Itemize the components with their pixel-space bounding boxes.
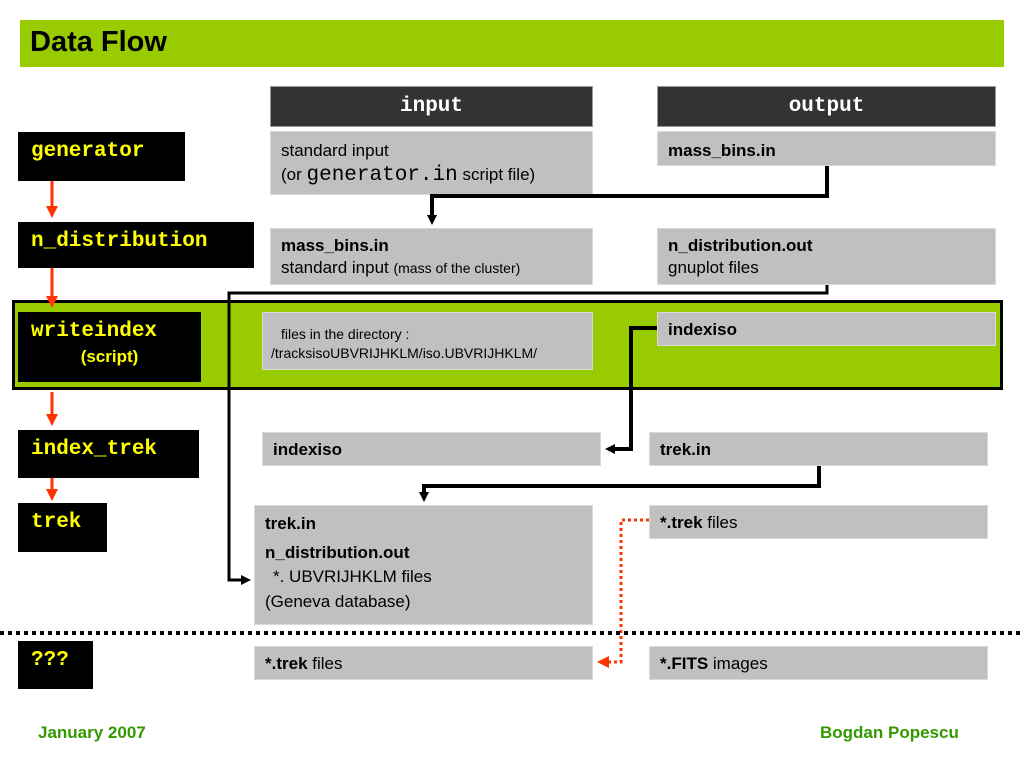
generator-input-open: (or: [281, 165, 307, 185]
trek-input-line1: trek.in: [265, 514, 317, 533]
step-trek: trek: [18, 503, 107, 552]
unknown-output-box: *.FITS images: [649, 646, 988, 680]
title-bar: Data Flow: [20, 20, 1004, 67]
n-distribution-input-bold: mass_bins.in: [281, 236, 389, 255]
unknown-input-rest: files: [307, 654, 343, 673]
arrow-trekin: [419, 466, 821, 502]
trek-input-line2: n_distribution.out: [265, 542, 410, 562]
generator-output-text: mass_bins.in: [668, 141, 776, 160]
trek-output-box: *.trek files: [649, 505, 988, 539]
step-writeindex-sub: (script): [80, 347, 139, 366]
step-generator-label: generator: [31, 140, 145, 163]
index-trek-output-text: trek.in: [660, 440, 712, 459]
writeindex-output-text: indexiso: [668, 320, 737, 339]
trek-input-box: trek.in n_distribution.out *. UBVRIJHKLM…: [254, 505, 593, 625]
n-distribution-input-small: (mass of the cluster): [393, 260, 521, 277]
generator-input-close: script file): [457, 165, 536, 185]
n-distribution-input-line2: standard input (mass of the cluster): [281, 257, 582, 279]
unknown-output-rest: images: [708, 654, 768, 673]
footer-date: January 2007: [38, 723, 146, 742]
generator-input-box: standard input (or generator.in script f…: [270, 131, 593, 195]
writeindex-output-box: indexiso: [657, 312, 996, 346]
trek-output-rest: files: [702, 513, 738, 532]
generator-input-mono: generator.in: [306, 164, 458, 188]
input-column-header: input: [270, 86, 593, 127]
arrow-indexiso: [605, 326, 657, 454]
writeindex-input-box: files in the directory : /tracksisoUBVRI…: [262, 312, 593, 370]
step-writeindex: writeindex (script): [18, 312, 201, 382]
writeindex-input-line1: files in the directory :: [281, 326, 410, 342]
generator-input-line2: (or generator.in script file): [281, 162, 582, 189]
index-trek-input-box: indexiso: [262, 432, 601, 466]
step-unknown: ???: [18, 641, 93, 689]
n-distribution-output-box: n_distribution.out gnuplot files: [657, 228, 996, 285]
index-trek-input-text: indexiso: [273, 440, 342, 459]
n-distribution-input-box: mass_bins.in standard input (mass of the…: [270, 228, 593, 285]
step-unknown-label: ???: [31, 649, 69, 672]
arrow-ndist-to-trek: [227, 285, 829, 585]
step-trek-label: trek: [31, 511, 82, 534]
generator-input-line1: standard input: [281, 141, 389, 160]
step-n-distribution: n_distribution: [18, 222, 254, 268]
step-writeindex-label: writeindex: [31, 320, 158, 343]
arrow-trek-files: [597, 518, 649, 668]
generator-output-box: mass_bins.in: [657, 131, 996, 166]
trek-output-bold: *.trek: [660, 513, 703, 532]
n-distribution-input-text: standard input: [281, 258, 394, 278]
n-distribution-output-bold: n_distribution.out: [668, 236, 813, 255]
arrow-massbins: [427, 166, 829, 225]
output-column-header: output: [657, 86, 996, 127]
unknown-input-bold: *.trek: [265, 654, 308, 673]
step-generator: generator: [18, 132, 185, 181]
footer-author: Bogdan Popescu: [820, 723, 959, 742]
step-index-trek-label: index_trek: [31, 438, 158, 461]
index-trek-output-box: trek.in: [649, 432, 988, 466]
unknown-input-box: *.trek files: [254, 646, 593, 680]
step-index-trek: index_trek: [18, 430, 199, 478]
step-n-distribution-label: n_distribution: [31, 230, 208, 253]
n-distribution-output-line2: gnuplot files: [668, 258, 759, 278]
trek-input-line4: (Geneva database): [265, 591, 411, 611]
trek-input-line3: *. UBVRIJHKLM files: [273, 567, 432, 587]
writeindex-input-line2: /tracksisoUBVRIJHKLM/iso.UBVRIJHKLM/: [271, 344, 538, 361]
unknown-output-bold: *.FITS: [660, 654, 709, 673]
page-title: Data Flow: [30, 26, 167, 58]
